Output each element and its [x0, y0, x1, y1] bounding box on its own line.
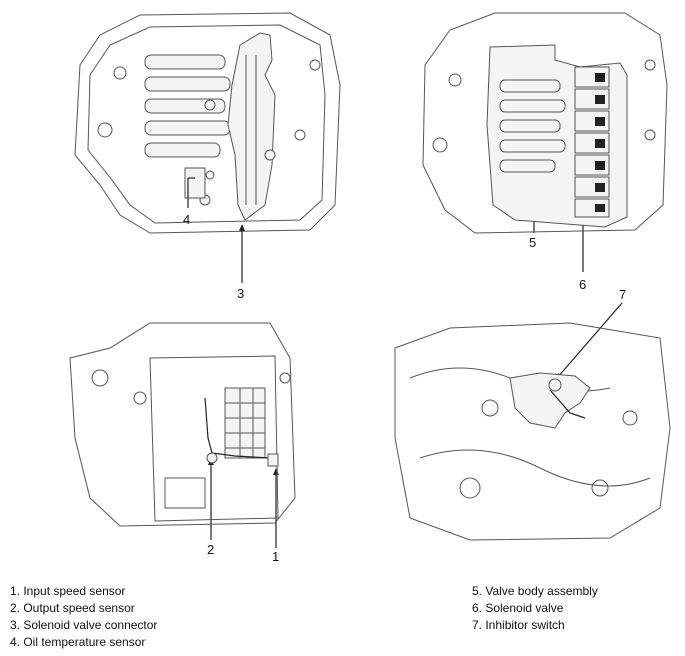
diagram-panel-valve-body-cover [60, 5, 350, 245]
oil-temp-sensor-shape [184, 167, 206, 199]
valve-spools-1 [144, 54, 231, 158]
input-sensor-shape [267, 453, 279, 467]
legend-item-3: 3. Solenoid valve connector [10, 618, 158, 632]
solenoid-connector-cover [227, 32, 276, 221]
inhibitor-switch-shape [509, 372, 591, 429]
output-sensor-shape [206, 452, 218, 464]
valve-body-grid [224, 387, 266, 459]
diagram-panel-speed-sensors [60, 318, 310, 533]
legend-item-5: 5. Valve body assembly [472, 584, 598, 598]
callout-3: 3 [237, 286, 245, 301]
transmission-drawing-1 [74, 12, 341, 234]
transmission-drawing-4 [394, 322, 671, 541]
legend-item-7: 7. Inhibitor switch [472, 618, 565, 632]
callout-1: 1 [272, 549, 280, 564]
legend-item-1: 1. Input speed sensor [10, 584, 126, 598]
valve-spools-2 [499, 79, 566, 173]
transmission-drawing-2 [422, 12, 668, 234]
legend-item-2: 2. Output speed sensor [10, 601, 135, 615]
diagram-panel-inhibitor-switch [390, 318, 675, 543]
legend-item-4: 4. Oil temperature sensor [10, 635, 146, 649]
solenoid-valves-stack [574, 66, 610, 218]
legend-item-6: 6. Solenoid valve [472, 601, 564, 615]
callout-2: 2 [207, 542, 215, 557]
transmission-drawing-3 [69, 322, 296, 527]
callout-4: 4 [183, 212, 191, 227]
legend-right: 5. Valve body assembly 6. Solenoid valve… [472, 583, 598, 634]
callout-7: 7 [619, 287, 627, 302]
legend-left: 1. Input speed sensor 2. Output speed se… [10, 583, 157, 651]
diagram-panel-valve-body [405, 5, 675, 240]
callout-6: 6 [579, 277, 587, 292]
callout-5: 5 [529, 235, 537, 250]
